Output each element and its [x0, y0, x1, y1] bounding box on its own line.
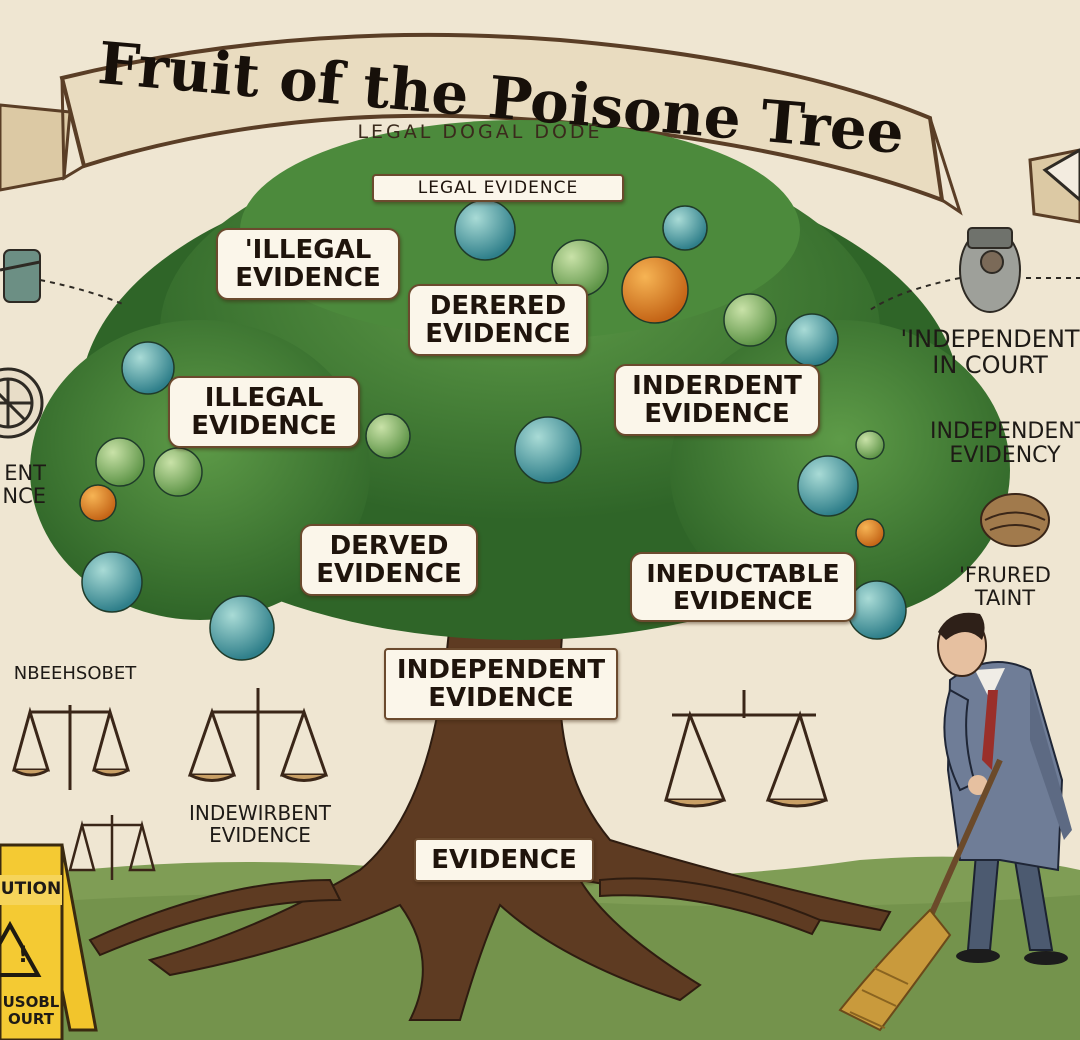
scales-icon [187, 688, 329, 790]
gavel-icon [0, 249, 126, 306]
canopy-header-label: LEGAL EVIDENCE [372, 174, 624, 203]
horn-icon [1042, 148, 1080, 202]
clock-icon [0, 367, 44, 439]
helmet-icon [869, 227, 1080, 313]
side-text-scales-caption: NBEEHSOBET [13, 663, 137, 684]
broom-icon [838, 758, 1003, 1032]
title-banner [0, 32, 1080, 224]
scales-icon [68, 815, 156, 880]
svg-text:!: ! [18, 943, 28, 968]
evidence-label-roots: EVIDENCE [414, 838, 594, 883]
fruit-icon [79, 199, 907, 661]
caution-sign-icon: ! [0, 843, 98, 1040]
scales-icon [12, 705, 131, 790]
walnut-icon [980, 493, 1050, 547]
caution-sign-top-text: UTION [0, 879, 62, 899]
scales-icon [664, 690, 829, 808]
banner-subtitle: LEGAL DOGAL DODE [357, 121, 602, 143]
